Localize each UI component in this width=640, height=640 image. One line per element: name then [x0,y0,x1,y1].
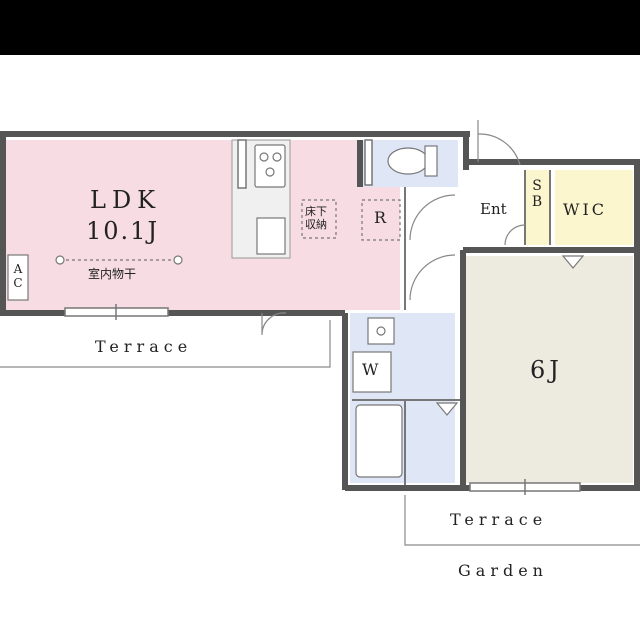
ldk-name: LDK [90,186,162,214]
ldk-size: 10.1J [86,217,160,245]
drying-label: 室内物干 [88,267,137,281]
fridge-label: R [374,208,387,227]
doors [261,120,526,335]
shoe-box [525,170,550,245]
terrace-left-label: Terrace [95,337,193,356]
fixtures [7,144,438,478]
ac-label: AC [11,262,25,290]
ldk-room [5,140,400,310]
terraces [0,320,640,546]
drying-line [55,255,183,265]
bedroom-6j [466,256,633,483]
entrance-label: Ent [480,200,507,218]
terrace-right-label: Terrace [450,510,548,529]
top-black-band [0,0,640,55]
wic-room [555,170,633,245]
wic-label: WIC [563,200,608,219]
washer-label: W [362,360,379,379]
underfloor-storage-label: 床下収納 [305,205,327,231]
garden-label: Garden [458,561,548,580]
bedroom-size: 6J [530,356,563,384]
shoe-box-label: SB [529,178,545,210]
windows [64,139,581,495]
walls [0,131,640,491]
